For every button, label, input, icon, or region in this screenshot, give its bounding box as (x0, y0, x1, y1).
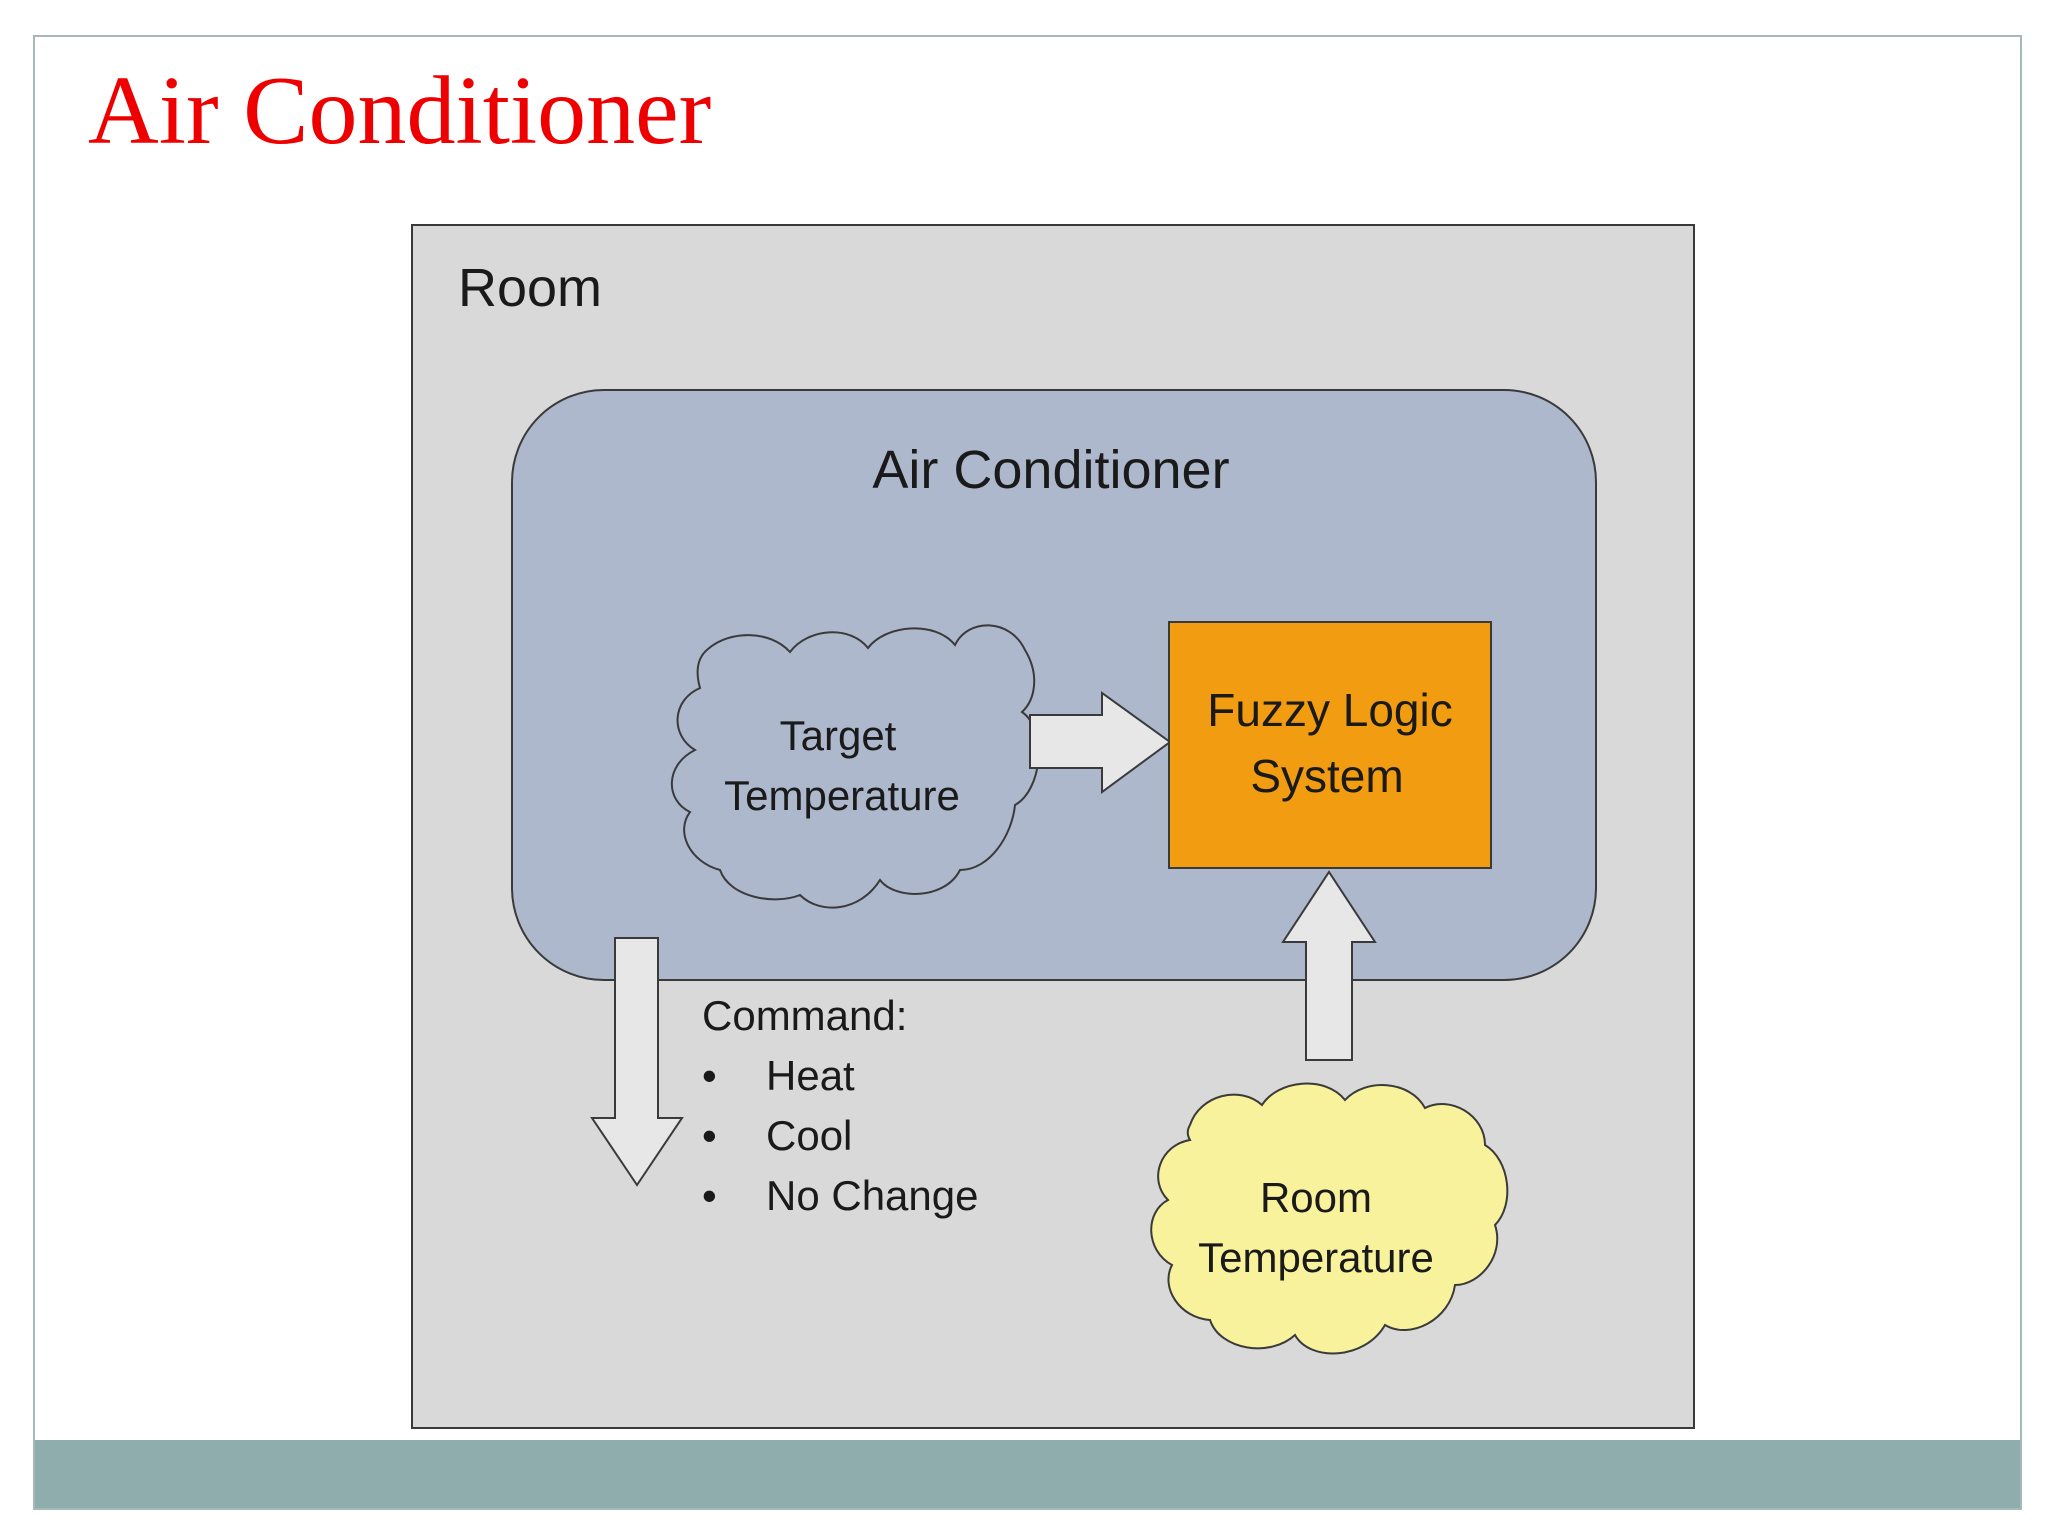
arrow-up-to-fuzzy (1281, 870, 1377, 1061)
bullet-no-change: • (702, 1172, 717, 1219)
fuzzy-label-line1: Fuzzy Logic (1207, 684, 1452, 736)
ac-label: Air Conditioner (872, 440, 1229, 500)
command-list: Command: • Heat • Cool • No Change (702, 992, 978, 1219)
command-heading: Command: (702, 992, 907, 1039)
bullet-cool: • (702, 1112, 717, 1159)
slide-title: Air Conditioner (88, 57, 712, 165)
room-temperature-cloud: Room Temperature (1150, 1082, 1509, 1355)
target-temperature-cloud: Target Temperature (670, 624, 1040, 909)
room-label: Room (458, 258, 602, 318)
room-cloud-line1: Room (1260, 1174, 1372, 1221)
fuzzy-label-line2: System (1250, 750, 1403, 802)
target-cloud-line2: Temperature (724, 772, 960, 819)
bullet-heat: • (702, 1052, 717, 1099)
fuzzy-logic-box (1168, 621, 1492, 869)
target-cloud-line1: Target (780, 712, 897, 759)
command-item-cool: Cool (766, 1112, 852, 1159)
room-cloud-line2: Temperature (1198, 1234, 1434, 1281)
command-item-no-change: No Change (766, 1172, 978, 1219)
footer-band (35, 1440, 2020, 1508)
arrow-down-command (590, 937, 684, 1187)
command-item-heat: Heat (766, 1052, 855, 1099)
arrow-to-fuzzy (1029, 691, 1172, 794)
